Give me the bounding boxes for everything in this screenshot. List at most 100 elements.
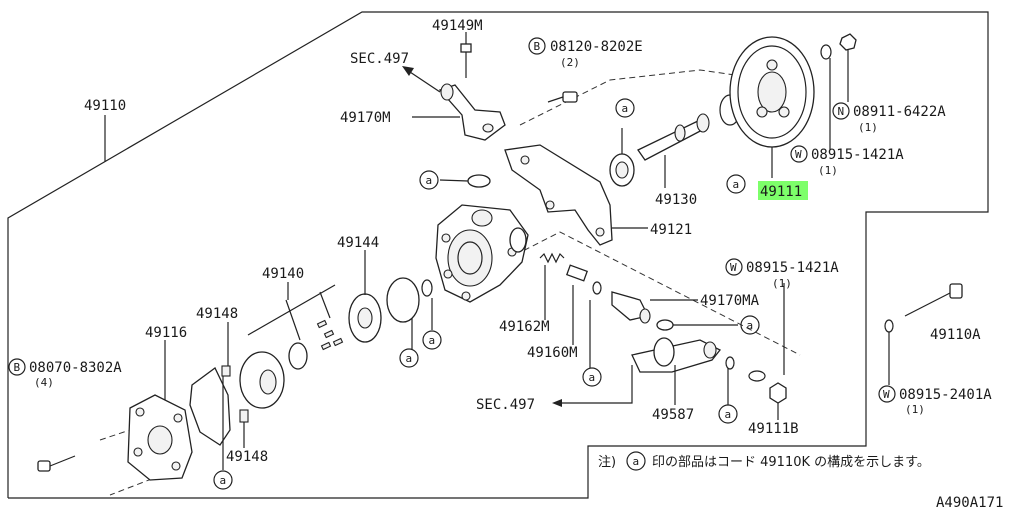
marker-a-8: a [718,404,738,424]
note-text: 印の部品はコード 49110K の構成を示します。 [652,455,930,470]
svg-text:a: a [220,474,227,487]
label-08915-1421a-top: 08915-1421A [811,147,904,163]
washer-08915-a [820,44,832,60]
svg-text:a: a [589,371,596,384]
oring-49170ma [656,319,674,331]
label-49162m: 49162M [499,319,550,335]
label-49140: 49140 [262,266,304,282]
valve-49160m [565,264,589,282]
svg-text:a: a [406,352,413,365]
label-49110a: 49110A [930,327,981,343]
nut-49111b [769,382,787,404]
pulley-49111 [729,36,815,148]
marker-a-3: a [726,174,746,194]
svg-text:W: W [795,148,802,161]
small-oring-valve [592,281,602,295]
note-prefix: 注) [598,455,616,470]
label-49160m: 49160M [527,345,578,361]
nut-08911 [839,33,857,51]
shaft-49130 [637,113,710,161]
small-ring-49587 [725,356,735,370]
label-08911-6422a: 08911-6422A [853,104,946,120]
washer-08915-2401a [884,319,894,333]
pipe-49170m [438,83,506,141]
svg-text:B: B [14,361,21,374]
arrow-head-bottom [552,399,562,407]
svg-text:W: W [883,388,890,401]
marker-b-08070: B [8,358,26,376]
bolt-49149m [460,43,472,78]
diagram-code: A490A171 [936,495,1003,511]
label-49148-top: 49148 [196,306,238,322]
svg-text:a: a [747,319,754,332]
svg-text:N: N [838,105,845,118]
label-08915-top-qty: (1) [818,164,838,177]
label-49170m: 49170M [340,110,391,126]
oring-ring [386,277,420,323]
spring-49162m [539,252,565,264]
label-08911-qty: (1) [858,121,878,134]
svg-text:a: a [426,174,433,187]
rear-cover-49116 [127,394,193,481]
svg-text:a: a [633,455,640,468]
label-49148-bottom: 49148 [226,449,268,465]
marker-w-08915-a: W [790,145,808,163]
label-49111: 49111 [760,184,802,200]
cam-ring-49144 [348,293,382,343]
bolt-08070 [37,455,76,472]
assembly-frame [7,11,989,499]
guide-dash-body [514,231,801,356]
seal-49130 [609,153,635,187]
label-49111b: 49111B [748,421,799,437]
svg-text:a: a [622,102,629,115]
label-08915-2401a-qty: (1) [905,403,925,416]
svg-text:a: a [725,408,732,421]
label-08915-1421a-mid: 08915-1421A [746,260,839,276]
marker-a-6: a [582,367,602,387]
label-49149m: 49149M [432,18,483,34]
label-sec497-top: SEC.497 [350,51,409,67]
svg-text:a: a [429,334,436,347]
small-oring [421,279,433,297]
label-08070-qty: (4) [34,376,54,389]
label-49130: 49130 [655,192,697,208]
arrow-head-top [402,66,414,76]
bolt-49110a [904,283,963,317]
label-08070-8302a: 08070-8302A [29,360,122,376]
label-49144: 49144 [337,235,379,251]
arrow-sec497-bottom-line [562,365,633,404]
marker-a-2: a [615,98,635,118]
oring-top [467,174,491,188]
marker-a-9: a [213,470,233,490]
gasket [189,367,231,446]
bracket-49587 [631,337,722,373]
connector-49170ma [611,291,651,324]
label-08915-mid-qty: (1) [772,277,792,290]
marker-n-08911: N [832,102,850,120]
rotor-vanes-49140 [247,284,344,370]
label-08915-2401a: 08915-2401A [899,387,992,403]
pump-body [435,204,529,303]
marker-a-5: a [422,330,442,350]
highlight-49111 [758,181,808,200]
label-49116: 49116 [145,325,187,341]
label-49170ma: 49170MA [700,293,760,309]
pin-49148-bottom [239,409,249,423]
marker-b-08120: B [528,37,546,55]
arrow-sec497-top [409,71,441,93]
side-plate [239,351,285,409]
marker-a-1: a [419,170,439,190]
marker-w-08915-2401: W [878,385,896,403]
svg-text:W: W [730,261,737,274]
pin-49148-top [221,365,231,377]
label-49110: 49110 [84,98,126,114]
bracket-49121 [504,144,613,246]
marker-a-note: a [626,451,646,471]
marker-a-4: a [399,348,419,368]
marker-w-08915-b: W [725,258,743,276]
bolt-08120 [547,91,578,103]
svg-text:a: a [733,178,740,191]
washer-08915-b [748,370,766,382]
